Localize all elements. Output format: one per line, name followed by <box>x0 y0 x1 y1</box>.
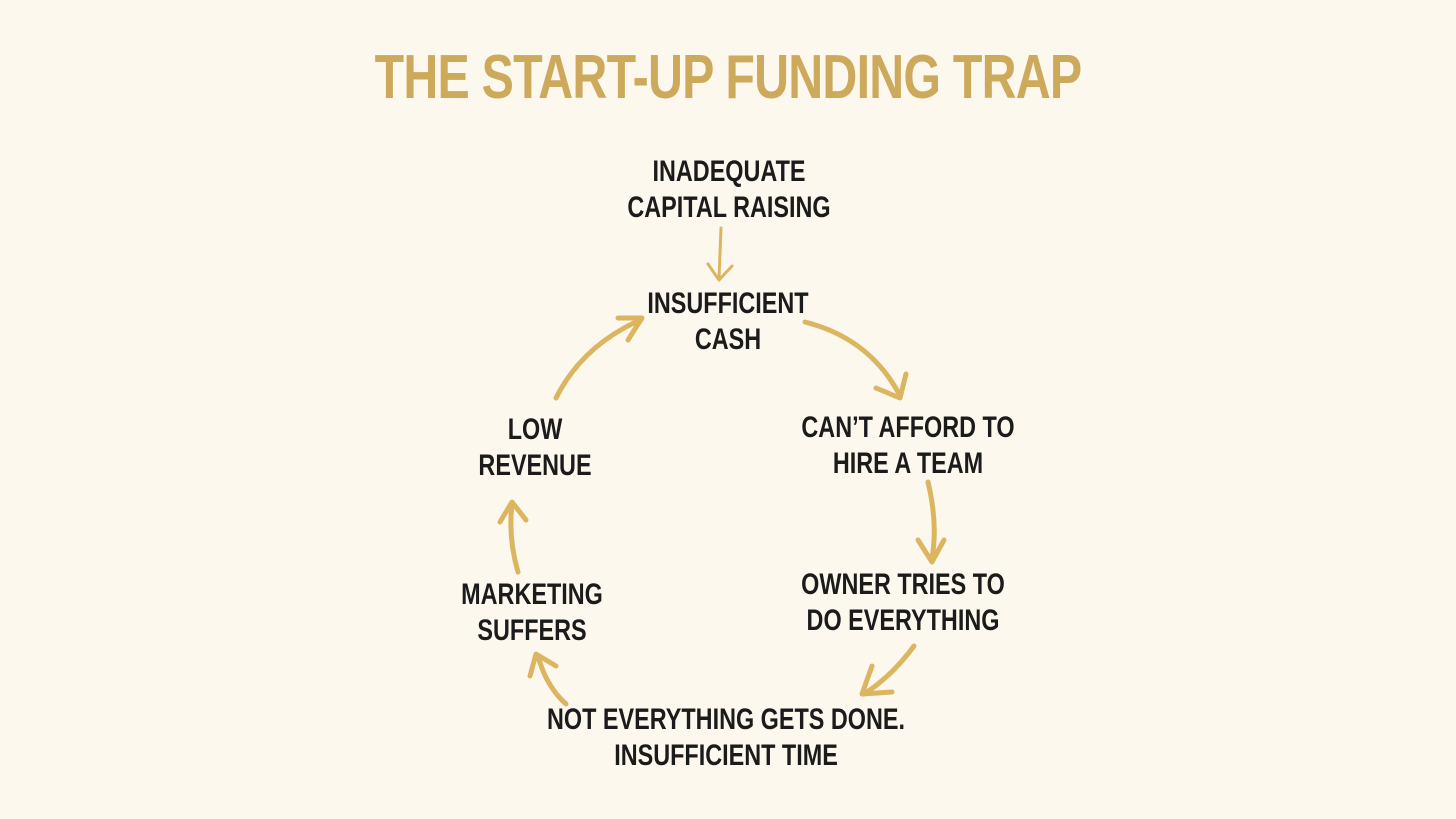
node-not-everything-done-line-2: INSUFFICIENT TIME <box>614 739 838 772</box>
node-cant-afford-team: CAN’T AFFORD TO HIRE A TEAM <box>801 410 1014 482</box>
arrow-capital-to-cash <box>706 226 734 282</box>
node-marketing-suffers-line-1: MARKETING <box>461 578 603 611</box>
node-inadequate-capital-line-1: INADEQUATE <box>652 155 806 188</box>
node-inadequate-capital-line-2: CAPITAL RAISING <box>627 191 831 224</box>
node-inadequate-capital: INADEQUATE CAPITAL RAISING <box>627 154 830 226</box>
arrow-owner-to-done <box>859 643 917 697</box>
arrow-marketing-to-revenue <box>497 499 529 575</box>
node-marketing-suffers: MARKETING SUFFERS <box>461 577 603 649</box>
node-cant-afford-team-line-2: HIRE A TEAM <box>832 447 984 480</box>
node-owner-tries-line-2: DO EVERYTHING <box>806 604 1000 637</box>
node-low-revenue-line-2: REVENUE <box>478 449 592 482</box>
node-low-revenue: LOW REVENUE <box>478 412 591 484</box>
arrow-done-to-marketing <box>527 651 569 707</box>
node-insufficient-cash-line-1: INSUFFICIENT <box>647 287 809 320</box>
node-owner-tries-line-1: OWNER TRIES TO <box>801 568 1005 601</box>
node-insufficient-cash: INSUFFICIENT CASH <box>647 286 808 358</box>
node-owner-tries: OWNER TRIES TO DO EVERYTHING <box>801 567 1005 639</box>
arrow-team-to-owner <box>915 479 947 565</box>
node-not-everything-done-line-1: NOT EVERYTHING GETS DONE. <box>547 703 905 736</box>
node-marketing-suffers-line-2: SUFFERS <box>477 614 587 647</box>
arrow-revenue-to-cash <box>553 315 645 401</box>
node-not-everything-done: NOT EVERYTHING GETS DONE. INSUFFICIENT T… <box>547 702 905 774</box>
node-cant-afford-team-line-1: CAN’T AFFORD TO <box>801 411 1015 444</box>
page-title: THE START-UP FUNDING TRAP <box>374 43 1083 112</box>
arrow-cash-to-team <box>802 319 909 401</box>
node-insufficient-cash-line-2: CASH <box>694 323 762 356</box>
node-low-revenue-line-1: LOW <box>507 413 563 446</box>
